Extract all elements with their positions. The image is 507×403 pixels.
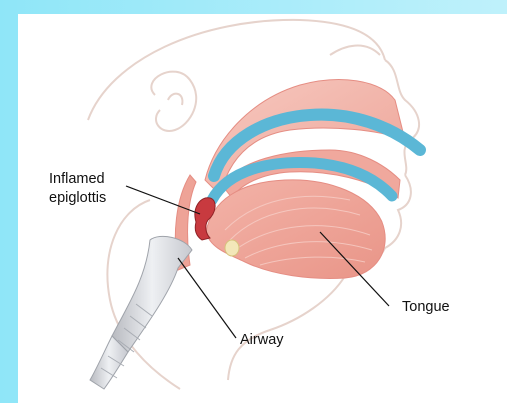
ear-outline xyxy=(151,72,196,131)
tongue-shape xyxy=(206,180,385,279)
label-tongue: Tongue xyxy=(402,298,450,316)
trachea xyxy=(90,236,192,389)
label-inflamed: Inflamed xyxy=(49,170,105,188)
label-airway: Airway xyxy=(240,331,284,349)
label-epiglottis: epiglottis xyxy=(49,189,106,207)
pointer-airway xyxy=(178,258,236,338)
hyoid-bone xyxy=(225,240,239,256)
